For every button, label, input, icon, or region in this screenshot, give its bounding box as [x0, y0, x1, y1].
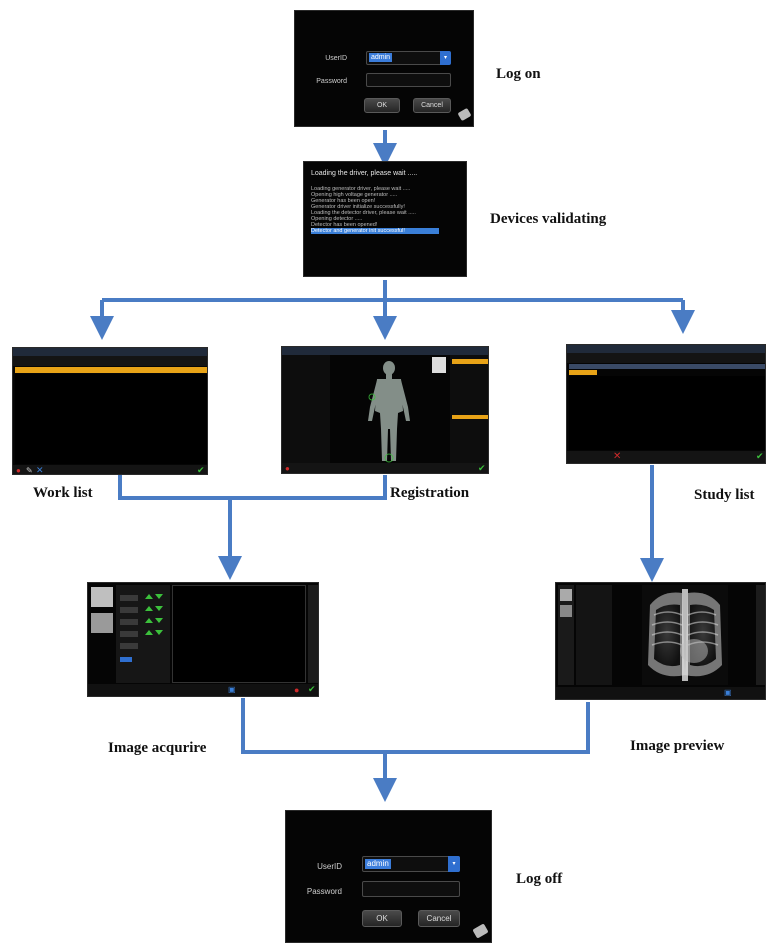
worklist-search-bar[interactable]	[13, 356, 207, 366]
userid-label: UserID	[325, 55, 347, 62]
studylist-search-bar[interactable]	[567, 353, 765, 363]
cancel-button[interactable]: Cancel	[418, 910, 460, 927]
devices-log-line: Loading the detector driver, please wait…	[311, 210, 416, 216]
step-label-preview: Image preview	[630, 738, 725, 754]
acquire-stop-icon[interactable]: ●	[294, 685, 300, 695]
registration-side-highlight-2	[452, 415, 488, 419]
worklist-tabbar	[13, 348, 207, 356]
preview-monitor-icon[interactable]: ▣	[724, 688, 732, 697]
registration-tabbar	[282, 347, 488, 355]
acquire-image-viewport[interactable]	[172, 585, 306, 683]
ok-button[interactable]: OK	[364, 98, 400, 113]
step-label-studylist: Study list	[694, 487, 755, 503]
devices-log-line: Detector has been opened!	[311, 222, 378, 228]
studylist-header-row	[569, 364, 765, 369]
arrow-merge-acquire-preview	[241, 698, 590, 754]
acquire-screen: ▣ ● ✔	[87, 582, 319, 697]
studylist-table[interactable]	[569, 376, 765, 450]
studylist-tabbar	[567, 345, 765, 353]
devices-log-line-selected: Detector and generator init successful!	[311, 228, 439, 234]
worklist-delete-icon[interactable]: ●	[16, 466, 21, 475]
userid-value: admin	[365, 859, 391, 869]
registration-form-panel[interactable]	[282, 355, 330, 463]
preview-footer	[556, 687, 765, 699]
worklist-header-row	[15, 367, 207, 373]
acquire-arrow-controls[interactable]	[118, 589, 168, 679]
logon-screen: UserID admin ▾ Password OK Cancel	[294, 10, 474, 127]
password-label: Password	[306, 887, 342, 896]
studylist-selected-row[interactable]	[569, 370, 597, 375]
acquire-thumbnail-1[interactable]	[91, 587, 113, 607]
password-label: Password	[316, 78, 347, 85]
worklist-table[interactable]	[15, 374, 207, 464]
cancel-button[interactable]: Cancel	[413, 98, 451, 113]
registration-footer	[282, 463, 488, 473]
worklist-edit-icon[interactable]: ✎	[26, 466, 33, 475]
devices-log: Loading generator driver, please wait ..…	[311, 186, 439, 234]
devices-log-line: Generator has been open!	[311, 198, 376, 204]
devices-log-line: Opening high voltage generator .....	[311, 192, 398, 198]
userid-dropdown-button[interactable]: ▾	[448, 856, 460, 872]
step-label-logoff: Log off	[516, 871, 563, 887]
preview-thumb-1[interactable]	[560, 589, 572, 601]
userid-value: admin	[369, 53, 393, 62]
preview-screen: ▣	[555, 582, 766, 700]
preview-control-panel[interactable]	[576, 585, 612, 685]
studylist-confirm-icon[interactable]: ✔	[756, 451, 764, 461]
userid-label: UserID	[317, 862, 342, 871]
acquire-monitor-icon[interactable]: ▣	[228, 685, 236, 694]
acquire-right-toolbar[interactable]	[308, 585, 318, 683]
keyboard-icon[interactable]	[457, 107, 472, 122]
devices-title: Loading the driver, please wait .....	[311, 170, 418, 177]
chest-xray-image	[642, 585, 728, 685]
devices-log-line: Opening detector .....	[311, 216, 363, 222]
logoff-screen: UserID admin ▾ Password OK Cancel	[285, 810, 492, 943]
registration-screen: ● ✔	[281, 346, 489, 474]
studylist-screen: ✕ ✔	[566, 344, 766, 464]
password-field[interactable]	[362, 881, 460, 897]
preview-thumb-2[interactable]	[560, 605, 572, 617]
worklist-screen: ● ✎ ✕ ✔	[12, 347, 208, 475]
step-label-logon: Log on	[496, 66, 541, 82]
registration-confirm-icon[interactable]: ✔	[478, 463, 486, 473]
step-label-devices: Devices validating	[490, 211, 607, 227]
acquire-thumbnail-2[interactable]	[91, 613, 113, 633]
step-label-worklist: Work list	[33, 485, 93, 501]
arrow-merge-worklist-registration	[118, 475, 387, 500]
devices-log-line: Loading generator driver, please wait ..…	[311, 186, 411, 192]
password-field[interactable]	[366, 73, 451, 87]
acquire-footer	[88, 684, 318, 696]
ok-button[interactable]: OK	[362, 910, 402, 927]
registration-thumbnail[interactable]	[432, 357, 446, 373]
userid-dropdown-button[interactable]: ▾	[440, 51, 451, 65]
preview-right-toolbar[interactable]	[756, 585, 765, 685]
studylist-delete-icon[interactable]: ✕	[613, 451, 622, 462]
devices-log-line: Generator driver initialize successfully…	[311, 204, 405, 210]
devices-screen: Loading the driver, please wait ..... Lo…	[303, 161, 467, 277]
worklist-footer	[13, 465, 207, 474]
acquire-confirm-icon[interactable]: ✔	[308, 684, 316, 694]
step-label-registration: Registration	[390, 485, 470, 501]
worklist-confirm-icon[interactable]: ✔	[197, 465, 205, 475]
step-label-acquire: Image acqurire	[108, 740, 207, 756]
registration-side-panel[interactable]	[450, 355, 488, 463]
studylist-footer	[567, 451, 765, 463]
body-figure-icon	[368, 361, 410, 463]
registration-side-highlight	[452, 359, 488, 364]
worklist-close-icon[interactable]: ✕	[36, 465, 44, 475]
registration-cancel-icon[interactable]: ●	[285, 464, 290, 473]
keyboard-icon[interactable]	[472, 923, 489, 939]
